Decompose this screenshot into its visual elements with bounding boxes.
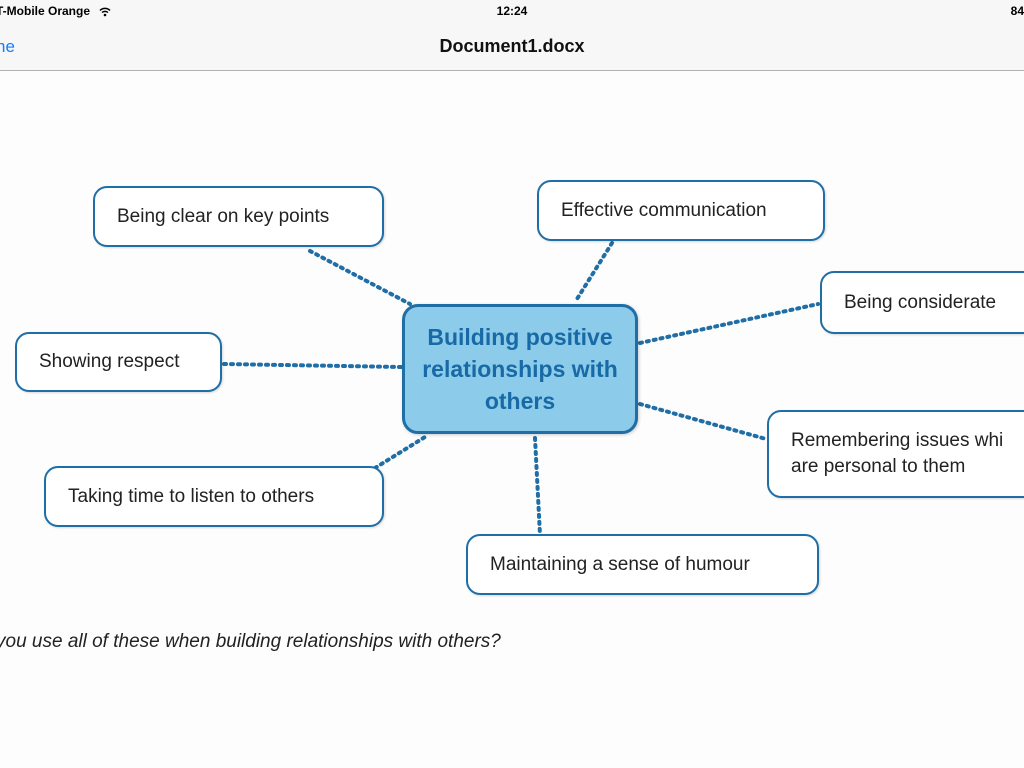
document-viewer[interactable]: Being clear on key points Effective comm… (0, 71, 1024, 768)
navigation-bar: ne Document1.docx (0, 22, 1024, 71)
node-being-clear-on-key-points: Being clear on key points (93, 186, 384, 247)
node-showing-respect: Showing respect (15, 332, 222, 392)
node-taking-time-to-listen: Taking time to listen to others (44, 466, 384, 527)
node-remembering-personal-issues: Remembering issues whi are personal to t… (767, 410, 1024, 498)
document-title: Document1.docx (439, 36, 585, 56)
connector-clear-key-points (308, 249, 412, 306)
central-topic: Building positive relationships with oth… (402, 304, 638, 434)
wifi-icon (99, 6, 111, 20)
node-being-considerate: Being considerate (820, 271, 1024, 334)
clock: 12:24 (496, 4, 528, 18)
carrier: T-Mobile Orange (0, 4, 111, 20)
connector-effective-communication (575, 241, 614, 301)
connector-taking-time (373, 435, 427, 470)
connector-showing-respect (222, 362, 404, 369)
connector-humour (533, 436, 542, 537)
carrier-name: T-Mobile Orange (0, 4, 91, 18)
question-text: you use all of these when building relat… (0, 631, 501, 652)
mind-map-connectors (222, 241, 820, 537)
status-bar: T-Mobile Orange 12:24 84 (0, 0, 1024, 22)
connector-being-considerate (638, 302, 820, 345)
node-effective-communication: Effective communication (537, 180, 825, 241)
battery-level: 84 (1010, 4, 1024, 18)
back-button[interactable]: ne (0, 37, 15, 56)
node-sense-of-humour: Maintaining a sense of humour (466, 534, 819, 595)
connector-remembering (638, 402, 768, 441)
